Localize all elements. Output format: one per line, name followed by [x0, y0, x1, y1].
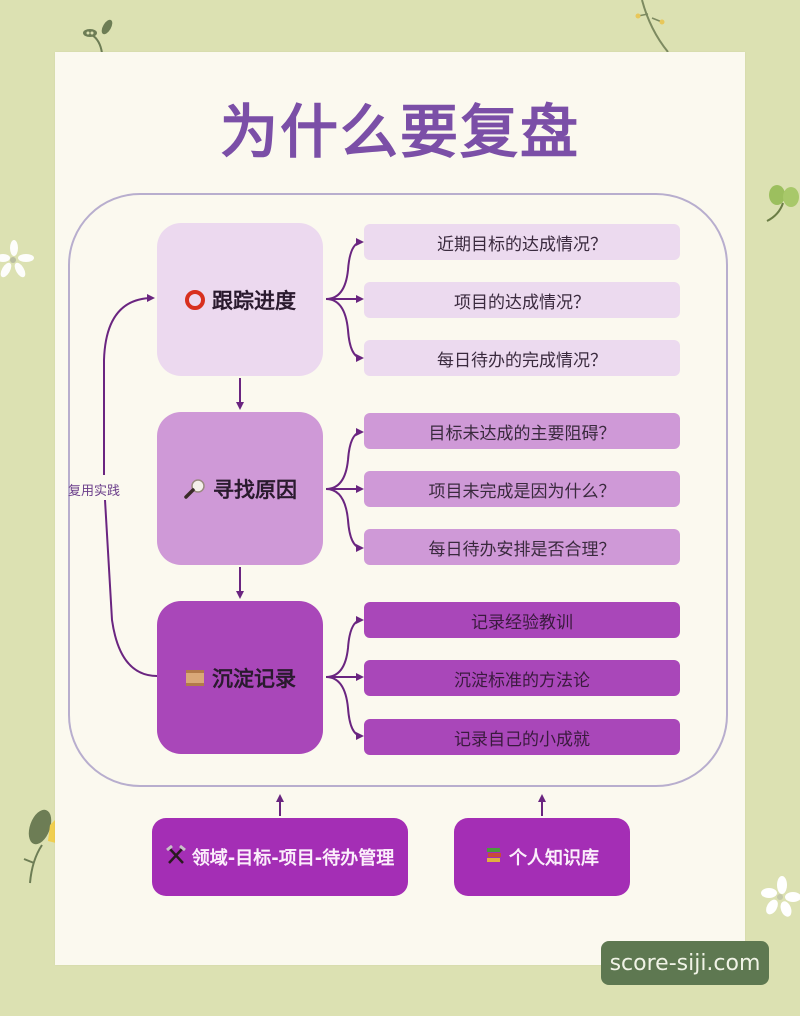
stage-item: 近期目标的达成情况？ [364, 224, 680, 260]
stem-decoration-icon [635, 0, 669, 53]
books-icon [485, 846, 503, 868]
stage-track-progress: 跟踪进度 [157, 223, 323, 376]
stage-find-causes: 寻找原因 [157, 412, 323, 565]
stage-item: 每日待办的完成情况？ [364, 340, 680, 376]
white-flower-icon [0, 240, 34, 278]
foundation-label: 个人知识库 [509, 848, 599, 869]
foundation-task-management: 领域-目标-项目-待办管理 [152, 818, 408, 896]
watermark: score-siji.com [601, 941, 769, 985]
stage-label: 跟踪进度 [212, 288, 296, 313]
stage-record: 沉淀记录 [157, 601, 323, 754]
stage-item: 每日待办安排是否合理？ [364, 529, 680, 565]
reuse-practice-label: 复用实践 [68, 484, 121, 499]
green-flower-icon [766, 185, 799, 222]
stage-item: 项目未完成是因为什么？ [364, 471, 680, 507]
stage-label: 沉淀记录 [212, 666, 296, 691]
scroll-icon [184, 667, 206, 689]
stage-label: 寻找原因 [213, 477, 297, 502]
review-cycle-frame [68, 193, 728, 787]
yellow-flower-bud-icon [23, 809, 56, 884]
sprout-decoration-icon [83, 19, 113, 54]
stage-item: 记录经验教训 [364, 602, 680, 638]
magnifier-icon [183, 478, 207, 500]
hammer-pick-icon [165, 844, 186, 869]
white-flower-icon [761, 876, 800, 917]
foundation-label: 领域-目标-项目-待办管理 [191, 848, 395, 869]
red-circle-icon [184, 289, 206, 311]
foundation-knowledge-base: 个人知识库 [454, 818, 630, 896]
page-title: 为什么要复盘 [219, 98, 580, 166]
stage-item: 沉淀标准的方法论 [364, 660, 680, 696]
stage-item: 记录自己的小成就 [364, 719, 680, 755]
stage-item: 项目的达成情况？ [364, 282, 680, 318]
stage-item: 目标未达成的主要阻碍？ [364, 413, 680, 449]
